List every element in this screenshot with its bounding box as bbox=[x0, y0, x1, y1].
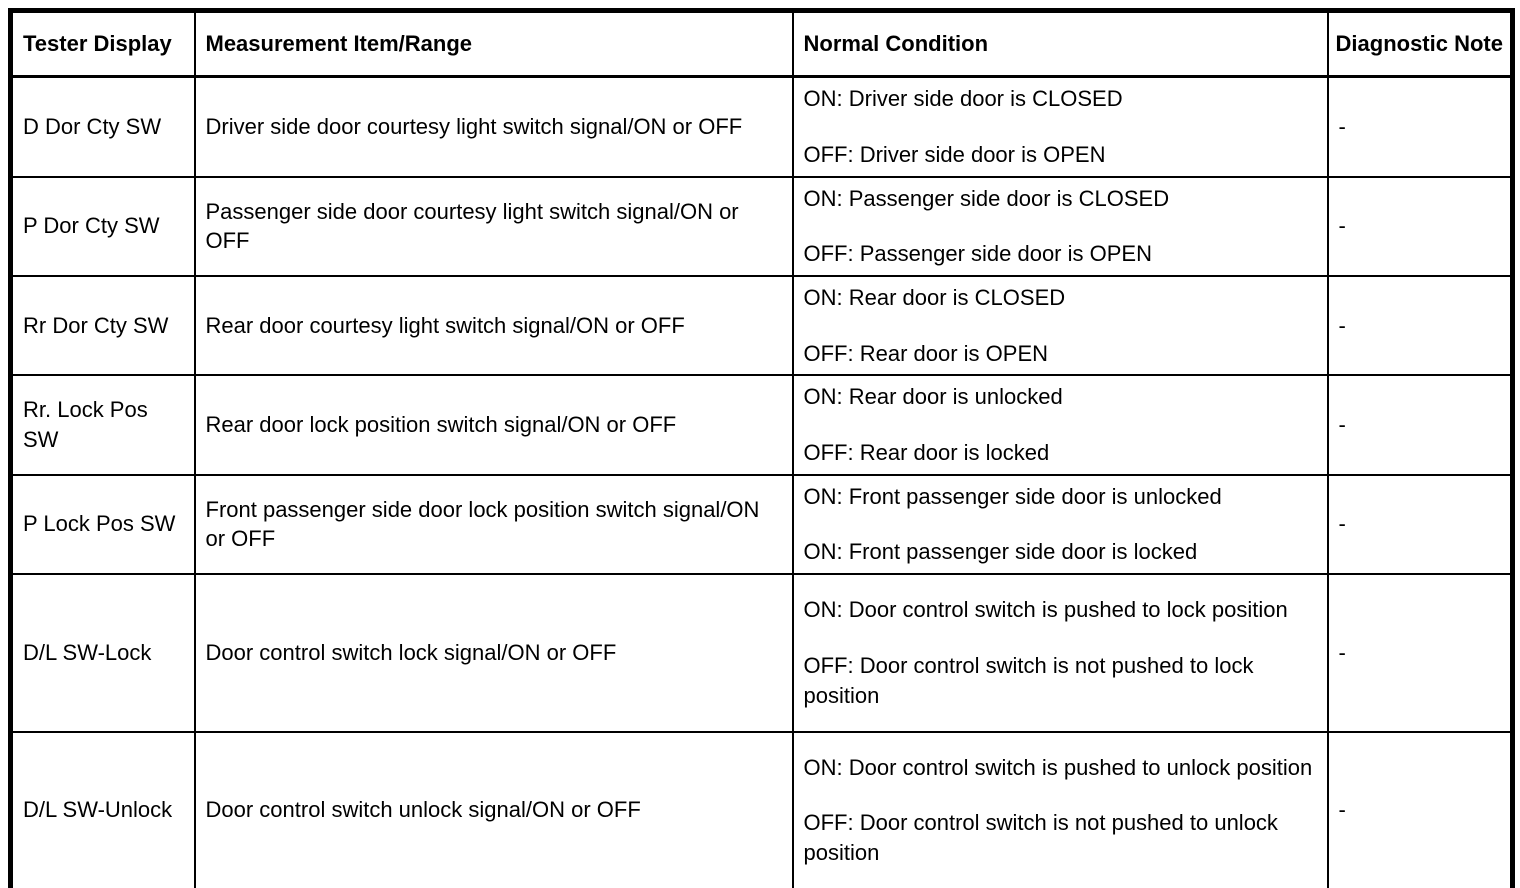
cell-tester-display: P Dor Cty SW bbox=[9, 175, 196, 277]
cell-measurement: Rear door courtesy light switch signal/O… bbox=[193, 274, 794, 377]
cell-normal-condition: ON: Rear door is CLOSED OFF: Rear door i… bbox=[791, 274, 1329, 377]
normal-condition-on: ON: Rear door is CLOSED bbox=[803, 284, 1066, 310]
normal-condition-on: ON: Rear door is unlocked bbox=[803, 384, 1063, 410]
cell-diagnostic-note: - bbox=[1326, 75, 1514, 178]
normal-condition-on: ON: Door control switch is pushed to unl… bbox=[803, 754, 1313, 780]
cell-tester-display: P Lock Pos SW bbox=[9, 473, 196, 576]
normal-condition-on: ON: Driver side door is CLOSED bbox=[803, 86, 1123, 112]
cell-normal-condition: ON: Front passenger side door is unlocke… bbox=[791, 473, 1329, 576]
normal-condition-on: ON: Passenger side door is CLOSED bbox=[803, 185, 1170, 211]
cell-measurement: Rear door lock position switch signal/ON… bbox=[193, 374, 794, 476]
table-row: P Dor Cty SW Passenger side door courtes… bbox=[9, 175, 1514, 277]
cell-normal-condition: ON: Door control switch is pushed to loc… bbox=[791, 573, 1329, 733]
cell-tester-display: D/L SW-Lock bbox=[9, 573, 196, 733]
table-header-row: Tester Display Measurement Item/Range No… bbox=[9, 9, 1514, 78]
normal-condition-off: OFF: Door control switch is not pushed t… bbox=[803, 653, 1254, 708]
normal-condition-off: ON: Front passenger side door is locked bbox=[803, 539, 1198, 565]
cell-measurement: Driver side door courtesy light switch s… bbox=[193, 75, 794, 178]
cell-diagnostic-note: - bbox=[1326, 274, 1514, 377]
cell-tester-display: D/L SW-Unlock bbox=[9, 731, 196, 888]
header-tester-display: Tester Display bbox=[9, 9, 196, 78]
tester-display-table: Tester Display Measurement Item/Range No… bbox=[8, 8, 1515, 888]
cell-normal-condition: ON: Driver side door is CLOSED OFF: Driv… bbox=[791, 75, 1329, 178]
cell-diagnostic-note: - bbox=[1326, 731, 1514, 888]
cell-tester-display: Rr. Lock Pos SW bbox=[9, 374, 196, 476]
header-measurement-item-range: Measurement Item/Range bbox=[193, 9, 794, 78]
cell-normal-condition: ON: Door control switch is pushed to unl… bbox=[791, 731, 1329, 888]
cell-diagnostic-note: - bbox=[1326, 374, 1514, 476]
normal-condition-on: ON: Door control switch is pushed to loc… bbox=[803, 597, 1288, 623]
table-row: Rr. Lock Pos SW Rear door lock position … bbox=[9, 374, 1514, 476]
cell-measurement: Door control switch unlock signal/ON or … bbox=[193, 731, 794, 888]
normal-condition-off: OFF: Passenger side door is OPEN bbox=[803, 241, 1152, 267]
cell-diagnostic-note: - bbox=[1326, 473, 1514, 576]
cell-measurement: Front passenger side door lock position … bbox=[193, 473, 794, 576]
cell-measurement: Passenger side door courtesy light switc… bbox=[193, 175, 794, 277]
header-normal-condition: Normal Condition bbox=[791, 9, 1329, 78]
cell-diagnostic-note: - bbox=[1326, 175, 1514, 277]
cell-normal-condition: ON: Rear door is unlocked OFF: Rear door… bbox=[791, 374, 1329, 476]
normal-condition-on: ON: Front passenger side door is unlocke… bbox=[803, 483, 1222, 509]
cell-tester-display: Rr Dor Cty SW bbox=[9, 274, 196, 377]
table-row: P Lock Pos SW Front passenger side door … bbox=[9, 473, 1514, 576]
table-row: D Dor Cty SW Driver side door courtesy l… bbox=[9, 75, 1514, 178]
normal-condition-off: OFF: Rear door is OPEN bbox=[803, 340, 1049, 366]
cell-measurement: Door control switch lock signal/ON or OF… bbox=[193, 573, 794, 733]
header-diagnostic-note: Diagnostic Note bbox=[1326, 9, 1514, 78]
normal-condition-off: OFF: Driver side door is OPEN bbox=[803, 141, 1106, 167]
table-row: D/L SW-Unlock Door control switch unlock… bbox=[9, 731, 1514, 888]
normal-condition-off: OFF: Door control switch is not pushed t… bbox=[803, 810, 1278, 866]
cell-normal-condition: ON: Passenger side door is CLOSED OFF: P… bbox=[791, 175, 1329, 277]
table-row: D/L SW-Lock Door control switch lock sig… bbox=[9, 573, 1514, 733]
normal-condition-off: OFF: Rear door is locked bbox=[803, 439, 1050, 465]
cell-tester-display: D Dor Cty SW bbox=[9, 75, 196, 178]
cell-diagnostic-note: - bbox=[1326, 573, 1514, 733]
table-row: Rr Dor Cty SW Rear door courtesy light s… bbox=[9, 274, 1514, 377]
